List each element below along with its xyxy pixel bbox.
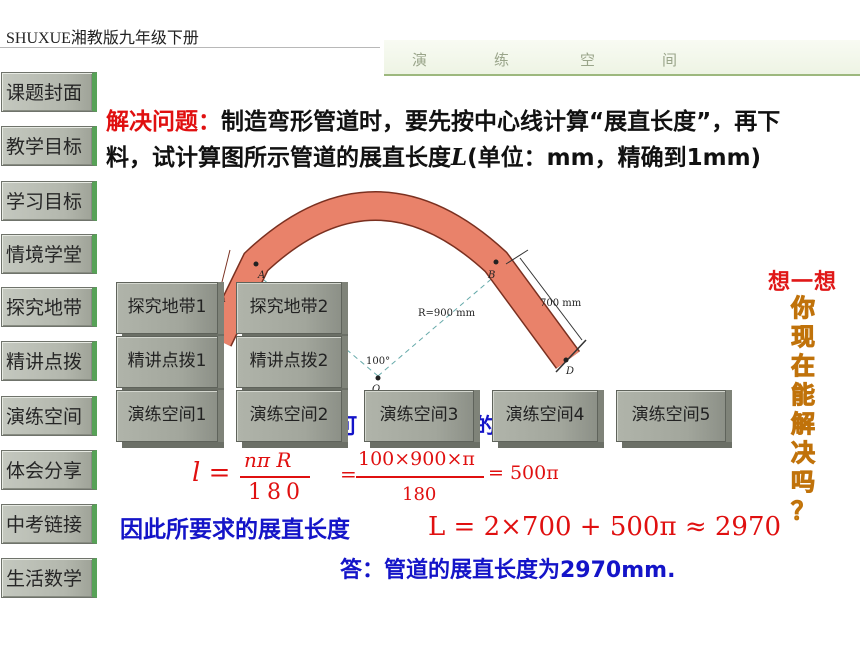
sidebar-item-scenario[interactable]: 情境学堂 (1, 234, 97, 274)
point-a-label: A (257, 270, 265, 281)
pipe-body (205, 192, 579, 368)
problem-label: 解决问题： (106, 109, 221, 135)
point-a-dot (253, 261, 259, 267)
formula-fraction-bar (240, 476, 310, 478)
header-tab-3: 空 (580, 51, 596, 69)
practice-button-2[interactable]: 演练空间2 (236, 390, 342, 442)
sidebar-item-lecture[interactable]: 精讲点拨 (1, 341, 97, 381)
formula-denominator: 180 (248, 480, 305, 505)
conclusion-text: 因此所要求的展直长度 (120, 517, 350, 543)
header-divider (0, 47, 380, 48)
sidebar-item-practice[interactable]: 演练空间 (1, 396, 97, 436)
question-char: 在 (791, 352, 816, 381)
header-tab-bar: 演 练 空 间 (384, 40, 860, 76)
lecture-button-1[interactable]: 精讲点拨1 (116, 336, 218, 388)
angle-label: 100° (366, 356, 390, 367)
final-formula: L = 2×700 + 500π ≈ 2970 (428, 512, 782, 542)
dimension-tick-top (505, 249, 529, 265)
point-o-dot (375, 375, 381, 381)
point-d-label: D (565, 366, 574, 377)
sidebar-item-life-math[interactable]: 生活数学 (1, 558, 97, 598)
problem-statement: 解决问题：制造弯形管道时，要先按中心线计算“展直长度”，再下料，试计算图所示管道… (106, 104, 826, 176)
think-note: 想一想 你 现 在 能 解 决 吗 ？ (768, 264, 858, 526)
problem-var: L (451, 144, 468, 171)
point-o-label: O (372, 384, 380, 395)
question-char: 现 (791, 323, 816, 352)
practice-button-3[interactable]: 演练空间3 (364, 390, 474, 442)
formula-numerator-values: 100×900×π (358, 448, 475, 470)
dimension-line (519, 257, 583, 341)
think-question: 你 现 在 能 解 决 吗 ？ (790, 294, 816, 526)
formula-denominator-values: 180 (402, 484, 437, 505)
question-char: 解 (791, 410, 816, 439)
question-char: 能 (791, 381, 816, 410)
practice-button-4[interactable]: 演练空间4 (492, 390, 598, 442)
question-char: 决 (791, 439, 816, 468)
think-heading: 想一想 (768, 270, 838, 295)
question-char: 吗 (791, 468, 816, 497)
header-tab-1: 演 (412, 51, 428, 69)
pipe-end-cap (555, 339, 587, 373)
point-d-dot (563, 357, 569, 363)
explore-button-2[interactable]: 探究地带2 (236, 282, 342, 334)
partial-char-right: 的 (474, 414, 496, 438)
point-b-dot (493, 259, 499, 265)
practice-button-1[interactable]: 演练空间1 (116, 390, 218, 442)
answer-text: 答：管道的展直长度为2970mm. (340, 558, 676, 583)
formula-fraction-bar-values (356, 476, 484, 478)
length-label: 700 mm (540, 298, 582, 309)
radius-line-right (377, 274, 497, 377)
formula-numerator: nπ R (244, 448, 292, 472)
formula-equals: = (340, 462, 357, 486)
point-b-label: B (487, 270, 495, 281)
problem-body: 制造弯形管道时，要先按中心线计算“展直长度”，再下料，试计算图所示管道的展直长度 (106, 109, 781, 171)
question-char: 你 (791, 294, 816, 323)
question-char: ？ (791, 497, 816, 526)
sidebar-item-exam[interactable]: 中考链接 (1, 504, 97, 544)
formula-result: = 500π (488, 462, 559, 484)
formula-arc-lhs: l = (192, 458, 231, 488)
sidebar-item-learning-goals[interactable]: 学习目标 (1, 181, 97, 221)
header-tab-4: 间 (662, 51, 678, 69)
practice-button-5[interactable]: 演练空间5 (616, 390, 726, 442)
header-tab-2: 练 (494, 51, 510, 69)
explore-button-1[interactable]: 探究地带1 (116, 282, 218, 334)
radius-label: R=900 mm (418, 308, 476, 319)
left-m-label: m (216, 294, 226, 305)
lecture-button-2[interactable]: 精讲点拨2 (236, 336, 342, 388)
sidebar-item-cover[interactable]: 课题封面 (1, 72, 97, 112)
sidebar-item-share[interactable]: 体会分享 (1, 450, 97, 490)
header-title: SHUXUE湘教版九年级下册 (6, 30, 199, 47)
problem-tail: (单位：mm，精确到1mm) (467, 145, 762, 171)
sidebar-item-teaching-goals[interactable]: 教学目标 (1, 126, 97, 166)
sidebar-item-explore[interactable]: 探究地带 (1, 287, 97, 327)
